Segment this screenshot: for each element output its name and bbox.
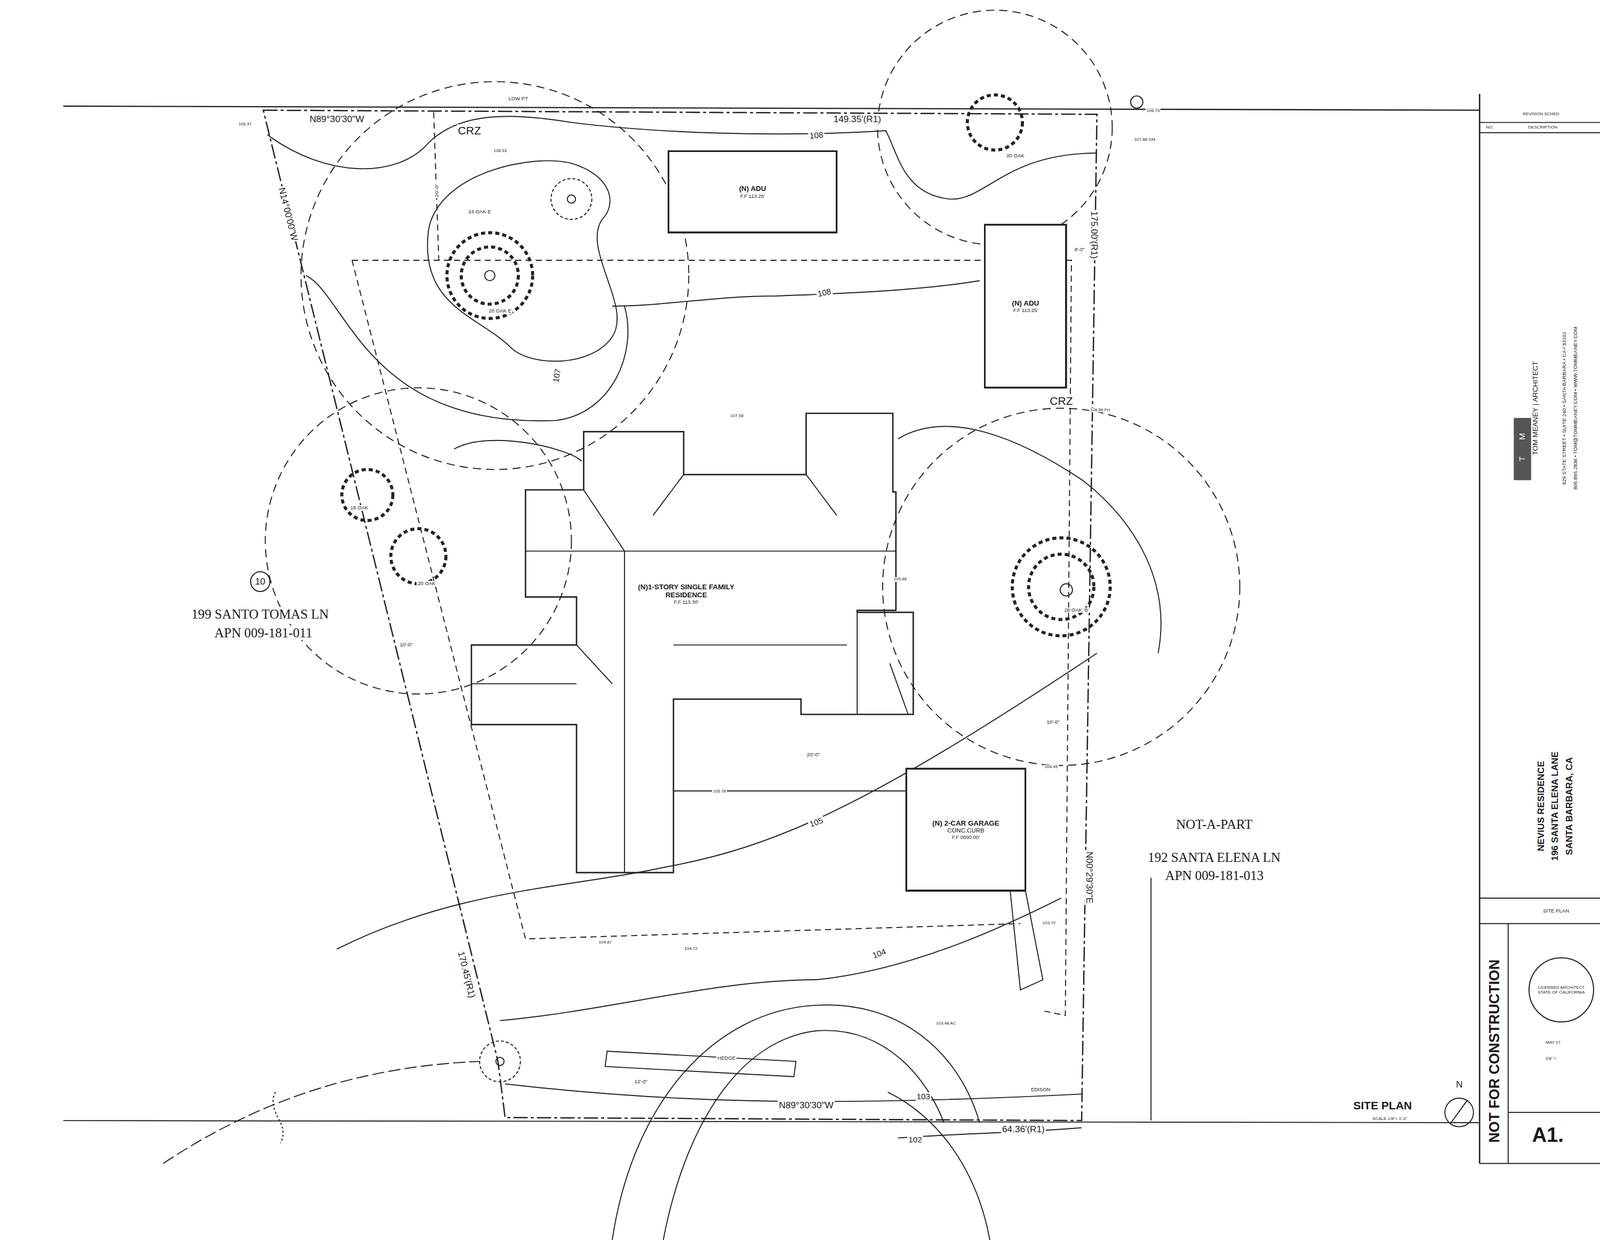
plan-label: 104.45	[1043, 764, 1059, 770]
node-text: F.F 113.30'	[674, 598, 699, 605]
garage-box: (N) 2-CAR GARAGECONC.CURBF.F 0000.00'	[906, 768, 1026, 892]
plan-label: TOM MEANEY | ARCHITECT	[1531, 360, 1540, 456]
plan-label: 20 OAK	[416, 580, 437, 587]
node-text: 10	[254, 576, 266, 588]
node-text: (N) ADU	[1011, 299, 1039, 308]
plan-label: NOT FOR CONSTRUCTION	[1486, 958, 1503, 1144]
plan-label: 105.88	[892, 577, 908, 582]
node-text: (N) ADU	[739, 184, 767, 193]
plan-label: N	[1454, 1079, 1464, 1090]
plan-label: 104.87	[597, 940, 613, 946]
plan-label: HEDGE	[716, 1055, 737, 1062]
plan-label: 629 STATE STREET • SUITE 240 • SANTA BAR…	[1561, 330, 1568, 486]
plan-label: 170.45'(R1)	[455, 949, 478, 1000]
plan-label: 196 SANTA ELENA LANE	[1549, 750, 1560, 862]
plan-label: NOT-A-PART	[1174, 817, 1254, 832]
node-text: (N)1-STORY SINGLE FAMILY RESIDENCE	[629, 582, 743, 600]
plan-label: LOW PT	[507, 96, 530, 102]
plan-label: APN 009-181-013	[1164, 868, 1265, 883]
plan-label: T	[1517, 455, 1527, 463]
node-text: CONC.CURB	[947, 827, 984, 835]
adu-box: (N) ADUF.F 113.25'	[984, 224, 1067, 388]
plan-label: 104	[870, 947, 889, 962]
plan-label: A1.	[1530, 1123, 1565, 1147]
plan-label: 104.72	[683, 946, 699, 952]
plan-label: 108.53	[492, 148, 508, 154]
node-text: F.F 113.25'	[1013, 307, 1038, 314]
plan-label: 12'-0"	[633, 1078, 649, 1085]
plan-label: EDISON	[1029, 1086, 1052, 1093]
plan-label: N89°30'30"W	[777, 1100, 835, 1111]
plan-label: NO.	[1484, 125, 1495, 131]
plan-label: 1/8" =	[1544, 1056, 1558, 1062]
plan-label: 108	[815, 286, 833, 300]
plan-label: 106.37	[237, 122, 253, 127]
plan-label: 24 OAK E	[467, 209, 492, 215]
plan-label: 10'-0"	[398, 642, 414, 648]
adu-box: (N) ADUF.F 113.25'	[668, 150, 837, 233]
plan-label: 192 SANTA ELENA LN	[1146, 850, 1282, 865]
node-text: STATE OF CALIFORNIA	[1537, 989, 1585, 995]
plan-label: REVISION SCHED	[1521, 112, 1560, 117]
plan-label: NEVIUS RESIDENCE	[1536, 760, 1547, 853]
node-text: (N) 2-CAR GARAGE	[932, 819, 1000, 828]
plan-label: 20'-0"	[805, 752, 821, 758]
plan-label: DESCRIPTION	[1526, 125, 1559, 131]
plan-label: SITE PLAN	[1352, 1099, 1413, 1112]
plan-label: 107	[551, 366, 564, 384]
plan-label: N89°30'30"W	[308, 114, 365, 125]
plan-label: N00°29'30"E	[1084, 850, 1095, 906]
residence-label: (N)1-STORY SINGLE FAMILY RESIDENCEF.F 11…	[627, 569, 746, 619]
plan-label: 199 SANTO TOMAS LN	[190, 606, 331, 622]
plan-label: M	[1517, 432, 1527, 442]
plan-label: 103.48 AC	[934, 1021, 957, 1027]
node-text: LICENSED ARCHITECT	[1537, 985, 1585, 990]
plan-label: CRZ	[457, 124, 483, 137]
plan-label: 18 OAK	[349, 505, 370, 511]
plan-label: 20 OAK	[1005, 153, 1026, 159]
plan-label: 105	[807, 815, 826, 830]
plan-label: 149.35'(R1)	[832, 114, 883, 125]
plan-label: 805.895.2836 • TOM@TOMMEANEY.COM • WWW.T…	[1572, 325, 1579, 491]
plan-label: 102	[907, 1135, 924, 1145]
node-text: F.F 0000.00'	[952, 834, 980, 840]
plan-label: 106.56 FH	[1089, 408, 1111, 413]
plan-label: N14°00'00"W	[276, 185, 300, 244]
callout-number: 10	[250, 571, 271, 592]
plan-label: SCALE 1/8"= 1'-0"	[1371, 1116, 1408, 1122]
plan-label: 105.78	[712, 789, 727, 795]
plan-label: MAY 17	[1544, 1040, 1562, 1046]
plan-label: 103	[915, 1092, 932, 1102]
plan-label: 106.79	[1145, 108, 1161, 114]
plan-label: SANTA BARBARA, CA	[1564, 756, 1575, 857]
plan-label: 10'-0"	[1045, 719, 1061, 726]
plan-label: 108	[808, 130, 825, 141]
plan-label: 20'-0"	[434, 182, 440, 198]
plan-label: 175.00'(R1)	[1089, 209, 1100, 260]
plan-label: SITE PLAN	[1541, 908, 1571, 915]
plan-label: 20 OAK E	[488, 308, 513, 315]
plan-label: 8'-0"	[1073, 246, 1086, 253]
node-text: F.F 113.25'	[740, 193, 765, 199]
plan-label: 103.72	[1041, 921, 1057, 926]
plan-label: 107.58	[729, 413, 744, 419]
plan-label: 28 OAK 'B'	[1062, 607, 1090, 614]
plan-label: CRZ	[1048, 394, 1074, 407]
plan-label: 107.86 GM	[1133, 137, 1157, 143]
plan-label: APN 009-181-011	[213, 625, 314, 640]
architect-stamp: LICENSED ARCHITECTSTATE OF CALIFORNIA	[1528, 957, 1594, 1023]
plan-label: 64.36'(R1)	[1001, 1124, 1046, 1135]
